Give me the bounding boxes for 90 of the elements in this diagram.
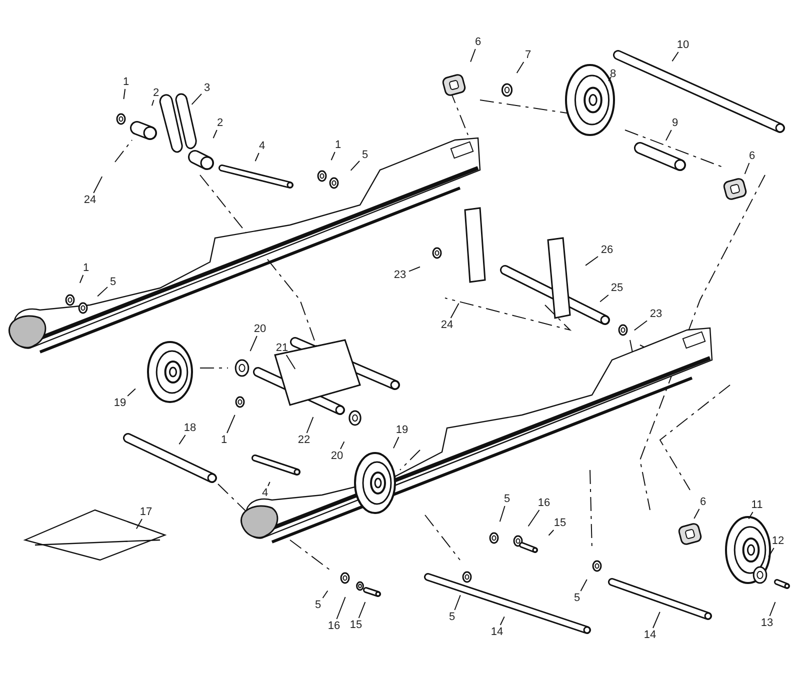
leader-line — [580, 578, 588, 592]
callout-number: 2 — [150, 86, 162, 100]
leader-line — [254, 152, 260, 162]
callout-number: 15 — [347, 618, 365, 632]
callout-number: 15 — [551, 516, 569, 530]
leader-line — [212, 130, 218, 139]
callout-number: 21 — [273, 341, 291, 355]
callout-number: 3 — [202, 81, 212, 95]
callout-number: 6 — [746, 149, 758, 163]
callout-number: 22 — [295, 433, 313, 447]
leader-line — [330, 152, 336, 161]
leader-line — [499, 506, 506, 522]
callout-number: 16 — [325, 619, 343, 633]
callout-number: 8 — [608, 67, 618, 81]
leader-line — [672, 52, 679, 62]
leader-line — [408, 266, 420, 272]
callout-number: 5 — [360, 148, 370, 162]
callout-number: 4 — [256, 139, 268, 153]
callout-number: 11 — [748, 498, 766, 512]
leader-line — [694, 508, 700, 520]
leader-line — [151, 100, 154, 106]
callout-number: 12 — [769, 534, 787, 548]
leader-line — [79, 274, 84, 284]
callout-number: 20 — [328, 449, 346, 463]
leader-line — [136, 518, 142, 530]
callout-number: 14 — [641, 628, 659, 642]
leader-line — [548, 530, 554, 536]
callout-number: 23 — [391, 268, 409, 282]
leader-line — [322, 590, 328, 598]
callout-number: 7 — [522, 48, 534, 62]
callout-number: 5 — [312, 598, 324, 612]
leader-line — [585, 256, 598, 266]
leader-line — [97, 286, 108, 297]
leader-line — [268, 481, 270, 486]
callout-number: 14 — [488, 625, 506, 639]
leader-line — [123, 88, 126, 100]
leader-line — [393, 436, 400, 449]
leader-line — [226, 414, 236, 434]
callout-number: 26 — [598, 243, 616, 257]
callout-number: 2 — [214, 116, 226, 130]
leader-line — [744, 162, 750, 174]
callout-number: 24 — [81, 193, 99, 207]
leader-line — [191, 93, 202, 105]
leader-line — [608, 76, 612, 82]
leader-line — [769, 602, 776, 616]
callout-number: 5 — [572, 591, 582, 605]
leader-line — [634, 320, 648, 331]
leader-line — [470, 48, 476, 62]
leader-line — [768, 548, 774, 558]
leader-line — [340, 441, 345, 450]
callout-number: 5 — [108, 275, 118, 289]
leader-line — [600, 294, 609, 302]
leader-line — [454, 594, 461, 610]
leader-line — [306, 416, 314, 434]
callout-number: 20 — [251, 322, 269, 336]
leader-line — [500, 616, 505, 626]
leader-line — [286, 354, 296, 370]
callout-number: 19 — [111, 396, 129, 410]
callout-number: 17 — [137, 505, 155, 519]
callout-number: 18 — [181, 421, 199, 435]
leader-line — [652, 611, 660, 628]
leader-line — [336, 596, 346, 620]
leader-line — [450, 302, 460, 318]
leader-line — [250, 336, 258, 352]
leader-line — [178, 434, 186, 445]
leader-line — [528, 510, 540, 527]
callout-number: 1 — [80, 261, 92, 275]
callout-number: 1 — [120, 75, 132, 89]
callout-number: 4 — [260, 486, 270, 500]
leader-line — [127, 388, 136, 396]
callout-number: 9 — [670, 116, 680, 130]
callout-number: 6 — [472, 35, 484, 49]
callout-number: 13 — [758, 616, 776, 630]
leader-line — [93, 176, 103, 194]
callout-number: 1 — [332, 138, 344, 152]
callout-number: 23 — [647, 307, 665, 321]
callout-number: 19 — [393, 423, 411, 437]
callout-number: 6 — [698, 495, 708, 509]
callout-number: 24 — [438, 318, 456, 332]
callout-number: 25 — [608, 281, 626, 295]
callout-number: 1 — [218, 433, 230, 447]
leader-line — [516, 62, 524, 74]
leader-line — [350, 160, 360, 171]
callout-number: 16 — [535, 496, 553, 510]
callout-number: 5 — [446, 610, 458, 624]
leader-line — [748, 512, 754, 520]
callout-number: 5 — [502, 492, 512, 506]
callout-number: 10 — [674, 38, 692, 52]
leader-line — [665, 130, 672, 141]
leader-line — [358, 602, 366, 618]
